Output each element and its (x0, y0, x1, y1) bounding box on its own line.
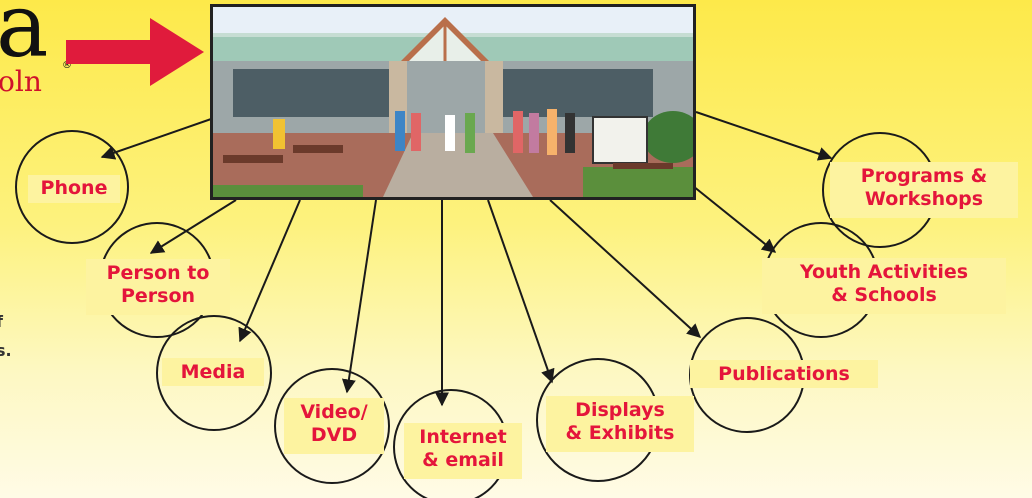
arrow-media (238, 199, 301, 343)
label-phone: Phone (40, 177, 108, 199)
registered-mark: ® (62, 60, 72, 71)
label-publications: Publications (718, 363, 850, 385)
label-media: Media (180, 361, 246, 383)
label-person-to-person: Person to Person (106, 262, 210, 307)
arrow-person-to-person (149, 199, 237, 254)
red-arrow-icon (66, 18, 204, 86)
label-programs-workshops: Programs & Workshops (860, 165, 988, 210)
arrow-programs-workshops (695, 111, 833, 161)
label-youth-activities: Youth Activities & Schools (799, 261, 969, 306)
arrow-publications (549, 199, 702, 338)
circle-media (156, 315, 272, 431)
building-photo-icon (213, 7, 693, 197)
circle-phone (15, 130, 129, 244)
arrow-phone (100, 117, 215, 160)
side-text-line-1: f (0, 314, 20, 330)
arrow-video-dvd (341, 199, 377, 394)
building-photo (210, 4, 696, 200)
label-video-dvd: Video/ DVD (300, 401, 368, 446)
logo-letter: a (0, 0, 49, 77)
arrow-displays-exhibits (487, 199, 555, 384)
label-internet-email: Internet & email (419, 426, 507, 471)
label-displays-exhibits: Displays & Exhibits (565, 399, 675, 444)
logo-subtext: oln (0, 65, 42, 98)
side-text-line-2: s. (0, 343, 12, 359)
arrow-youth-activities (687, 181, 777, 253)
circle-video-dvd (274, 368, 390, 484)
